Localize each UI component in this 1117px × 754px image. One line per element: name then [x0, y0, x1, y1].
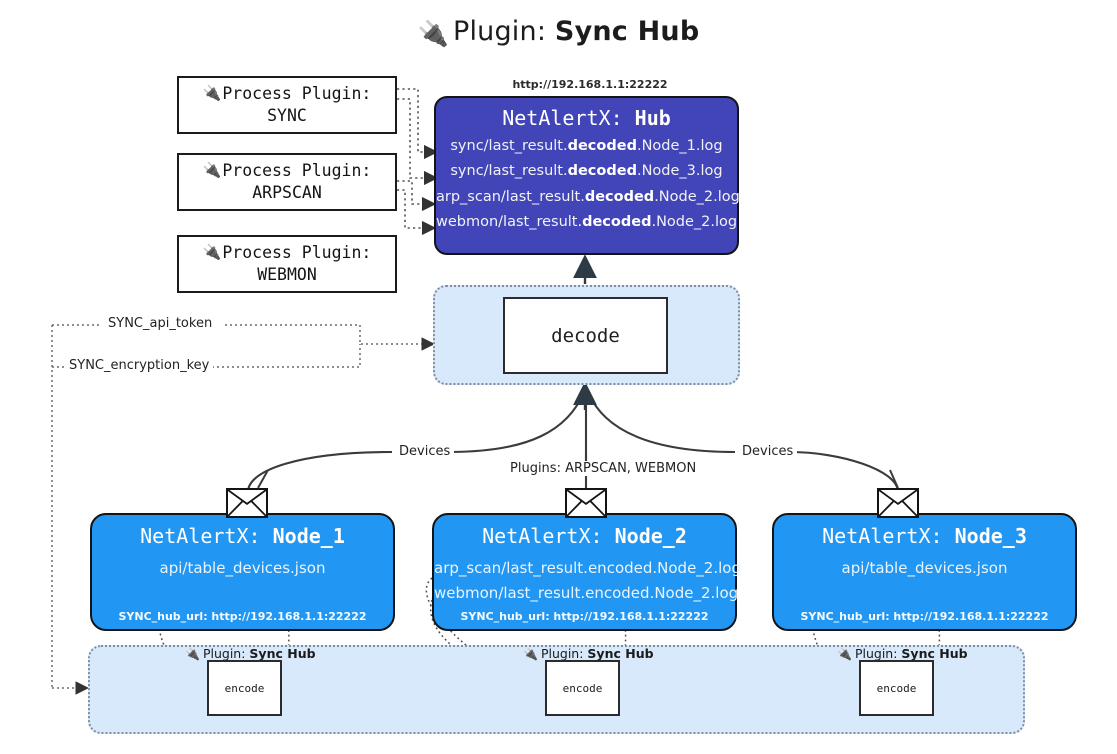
- node-card-node-1[interactable]: NetAlertX: Node_1 api/table_devices.json…: [90, 513, 395, 631]
- hub-node[interactable]: NetAlertX: Hub sync/last_result.decoded.…: [434, 96, 740, 255]
- log-pre: sync/last_result.: [450, 138, 568, 154]
- encode-box-node-1[interactable]: encode: [207, 660, 282, 716]
- page-title: 🔌Plugin: Sync Hub: [0, 16, 1117, 48]
- process-plugin-label: Process Plugin:: [222, 243, 372, 263]
- decode-box[interactable]: decode: [503, 297, 668, 374]
- hub-title: NetAlertX: Hub: [436, 106, 737, 130]
- encode-caption-lead: Plugin:: [540, 646, 584, 661]
- encode-box-node-2[interactable]: encode: [545, 660, 620, 716]
- encode-box-node-3[interactable]: encode: [859, 660, 934, 716]
- encode-caption-strong: Sync Hub: [901, 646, 968, 661]
- log-post: .Node_3.log: [636, 163, 723, 180]
- plug-icon: 🔌: [837, 646, 852, 661]
- node-title-prefix: NetAlertX:: [482, 524, 603, 548]
- node-title-prefix: NetAlertX:: [140, 524, 261, 548]
- node-title: NetAlertX: Node_2: [434, 524, 735, 548]
- hub-log-list: sync/last_result.decoded.Node_1.log sync…: [436, 135, 740, 235]
- label-plugins: Plugins: ARPSCAN, WEBMON: [506, 461, 701, 476]
- node-hub-url: SYNC_hub_url: http://192.168.1.1:22222: [460, 610, 709, 623]
- process-plugin-label: Process Plugin:: [222, 84, 372, 104]
- page-title-lead: Plugin:: [452, 16, 547, 47]
- plug-icon: 🔌: [202, 161, 222, 180]
- node-title-name: Node_2: [614, 524, 687, 548]
- process-plugin-name: ARPSCAN: [252, 183, 322, 202]
- plug-icon: 🔌: [202, 84, 222, 103]
- log-mid: decoded: [582, 214, 652, 231]
- encode-caption-node-2: 🔌 Plugin: Sync Hub: [523, 646, 654, 661]
- label-sync-api-token: SYNC_api_token: [104, 316, 217, 331]
- log-mid: decoded: [567, 163, 637, 180]
- page-title-strong: Sync Hub: [554, 16, 700, 47]
- envelope-icon: [565, 488, 607, 518]
- node-card-node-3[interactable]: NetAlertX: Node_3 api/table_devices.json…: [772, 513, 1077, 631]
- node-line: webmon/last_result.encoded.Node_2.log: [434, 583, 739, 602]
- hub-url-label: http://192.168.1.1:22222: [512, 78, 668, 91]
- process-plugin-name: WEBMON: [257, 265, 317, 284]
- node-line-list: api/table_devices.json: [92, 558, 393, 580]
- hub-log-item: webmon/last_result.decoded.Node_2.log: [436, 211, 737, 234]
- node-line: arp_scan/last_result.encoded.Node_2.log: [434, 559, 741, 577]
- process-plugin-label: Process Plugin:: [222, 161, 372, 181]
- encode-caption-node-3: 🔌 Plugin: Sync Hub: [837, 646, 968, 661]
- plug-icon: 🔌: [523, 646, 538, 661]
- label-sync-encryption-key: SYNC_encryption_key: [65, 358, 214, 373]
- hub-log-item: arp_scan/last_result.decoded.Node_2.log: [436, 186, 740, 209]
- log-post: .Node_1.log: [636, 138, 723, 154]
- node-line: api/table_devices.json: [841, 559, 1008, 577]
- plug-icon: 🔌: [417, 19, 449, 48]
- encode-caption-lead: Plugin:: [854, 646, 898, 661]
- process-plugin-arpscan[interactable]: 🔌Process Plugin: ARPSCAN: [177, 153, 397, 211]
- node-hub-url: SYNC_hub_url: http://192.168.1.1:22222: [118, 610, 367, 623]
- node-line-list: api/table_devices.json: [774, 558, 1075, 580]
- node-title-name: Node_1: [272, 524, 345, 548]
- log-mid: decoded: [584, 188, 655, 205]
- process-plugin-name: SYNC: [267, 106, 307, 125]
- process-plugin-sync[interactable]: 🔌Process Plugin: SYNC: [177, 76, 397, 134]
- plug-icon: 🔌: [185, 646, 200, 661]
- node-line-list: arp_scan/last_result.encoded.Node_2.log …: [434, 558, 741, 605]
- label-devices-right: Devices: [738, 444, 798, 459]
- log-post: .Node_2.log: [654, 188, 740, 205]
- log-mid: decoded: [567, 138, 637, 154]
- encode-caption-strong: Sync Hub: [587, 646, 654, 661]
- node-card-node-2[interactable]: NetAlertX: Node_2 arp_scan/last_result.e…: [432, 513, 741, 631]
- node-title-name: Node_3: [954, 524, 1027, 548]
- envelope-icon: [877, 488, 919, 518]
- encode-caption-lead: Plugin:: [202, 646, 246, 661]
- node-title-prefix: NetAlertX:: [822, 524, 943, 548]
- plug-icon: 🔌: [202, 243, 222, 262]
- log-pre: webmon/last_result.: [436, 214, 583, 231]
- log-pre: sync/last_result.: [450, 163, 568, 180]
- node-title: NetAlertX: Node_3: [774, 524, 1075, 548]
- process-plugin-webmon[interactable]: 🔌Process Plugin: WEBMON: [177, 235, 397, 293]
- label-devices-left: Devices: [395, 444, 455, 459]
- envelope-icon: [226, 488, 268, 518]
- node-title: NetAlertX: Node_1: [92, 524, 393, 548]
- hub-title-prefix: NetAlertX:: [502, 106, 623, 130]
- hub-log-item: sync/last_result.decoded.Node_1.log: [436, 135, 737, 158]
- node-line: api/table_devices.json: [159, 559, 326, 577]
- hub-log-item: sync/last_result.decoded.Node_3.log: [436, 160, 737, 183]
- log-post: .Node_2.log: [651, 214, 738, 231]
- node-hub-url: SYNC_hub_url: http://192.168.1.1:22222: [800, 610, 1049, 623]
- log-pre: arp_scan/last_result.: [436, 188, 585, 205]
- encode-caption-strong: Sync Hub: [249, 646, 316, 661]
- hub-title-name: Hub: [634, 106, 671, 130]
- encode-caption-node-1: 🔌 Plugin: Sync Hub: [185, 646, 316, 661]
